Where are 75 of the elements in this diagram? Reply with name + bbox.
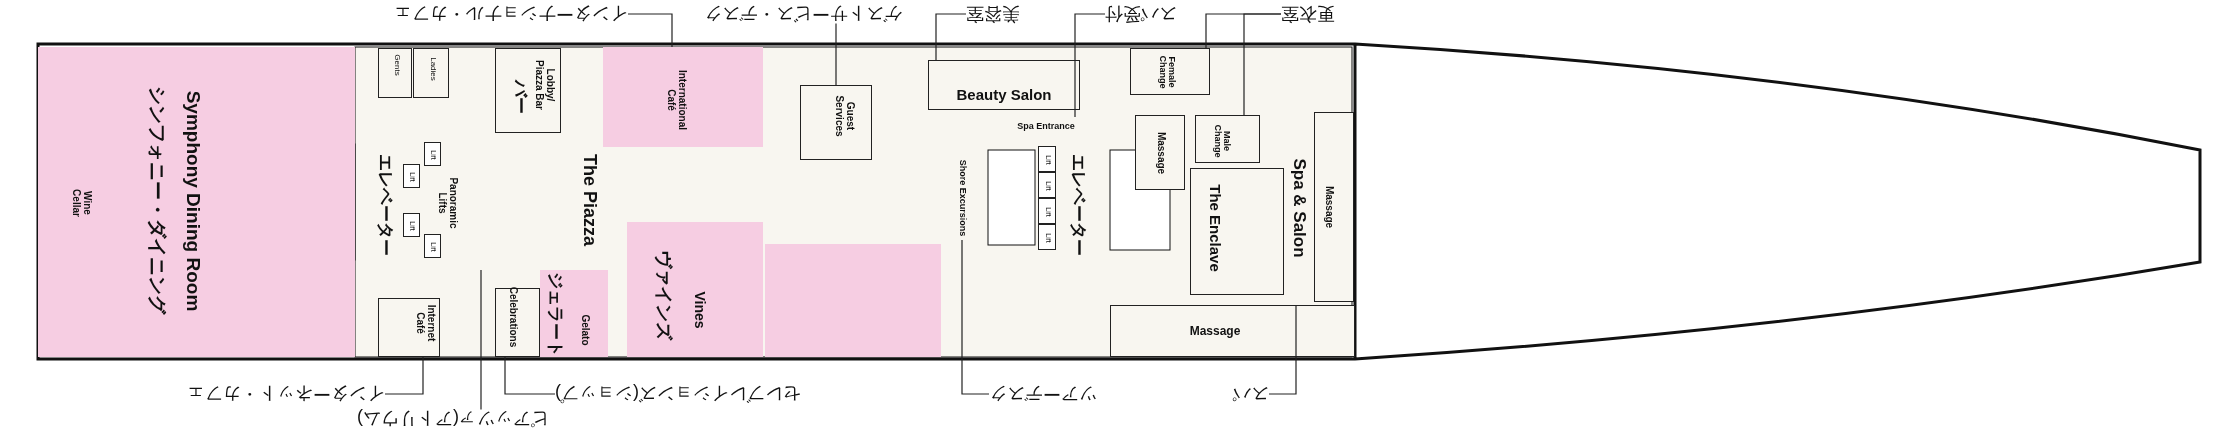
room-label: バー	[511, 80, 529, 114]
room-label: Guest Services	[833, 94, 855, 139]
lift-car	[1038, 198, 1056, 224]
room-label: Shore Excursions	[957, 159, 967, 237]
lift-car	[1038, 224, 1056, 250]
leader-line	[835, 22, 837, 86]
lift-car	[403, 164, 420, 188]
lift-car	[1038, 146, 1056, 172]
cafe-area	[378, 298, 440, 357]
room-label: ヴァインズ	[654, 250, 674, 340]
room-label: Spa & Salon	[1290, 158, 1308, 258]
room-label: ジェラート	[546, 271, 564, 357]
room-label: Massage	[1155, 131, 1167, 175]
room-label: シンフォニー・ダイニング	[147, 86, 167, 314]
callout-label: ゲストサービス・デスク	[704, 4, 902, 24]
room-label: Beauty Salon	[956, 87, 1052, 103]
callout-label: インターネット・カフェ	[187, 384, 385, 404]
changing-room	[1130, 48, 1210, 95]
room-label: Vines	[692, 291, 708, 329]
dining-room-area	[38, 47, 355, 357]
lift-car	[424, 234, 441, 258]
room-label: The Enclave	[1207, 184, 1223, 272]
room-label: Female Change	[1157, 54, 1177, 91]
restroom-area	[413, 48, 449, 98]
callout-label: ピアッツァ(アトリウム)	[357, 409, 549, 429]
desk-area	[800, 85, 872, 160]
leader-line	[480, 269, 482, 411]
leader-line	[504, 356, 556, 395]
changing-room	[1195, 115, 1260, 163]
room-label: Massage	[1323, 185, 1335, 229]
leader-line	[1074, 13, 1106, 118]
lift-car	[403, 213, 420, 237]
leader-line	[961, 239, 990, 395]
floor-label: Panoramic Lifts	[436, 176, 458, 231]
massage-room	[1314, 112, 1354, 302]
callout-label: 美容室	[966, 4, 1020, 24]
bar-area	[495, 48, 561, 133]
room-label: The Piazza	[580, 154, 600, 246]
leader-line	[384, 356, 424, 395]
massage-room	[1110, 305, 1355, 357]
room-label: Symphony Dining Room	[183, 90, 203, 312]
restroom-area	[378, 48, 412, 98]
room-label: International Café	[665, 69, 687, 132]
callout-label: ツアーデスク	[989, 384, 1097, 404]
leader-line	[1243, 13, 1282, 116]
room-label: Internet Café	[414, 303, 436, 344]
room-label: Ladies	[428, 57, 438, 81]
leader-line	[935, 13, 967, 61]
room-label: Spa Entrance	[1017, 122, 1075, 132]
callout-label: スパ受付	[1105, 4, 1177, 24]
room-label: Wine Cellar	[70, 188, 92, 219]
salon-area	[928, 60, 1080, 110]
lift-car	[1038, 172, 1056, 198]
shop-area	[495, 288, 540, 357]
room-label: Massage	[1189, 324, 1241, 338]
callout-label: インターナショナル・カフェ	[394, 4, 628, 24]
leader-line	[627, 13, 673, 48]
lift-car	[424, 142, 441, 166]
cafe-area	[603, 47, 763, 147]
restaurant-area	[765, 244, 941, 357]
gelato-area	[540, 270, 608, 357]
floor-label: エレベーター	[1069, 154, 1087, 256]
leader-line	[1268, 304, 1297, 395]
bar-area	[627, 222, 763, 357]
callout-label: セレブレイションズ(ショップ)	[555, 384, 801, 404]
room-label: Gents	[392, 54, 402, 76]
room-label: Lobby/ Piazza Bar	[533, 59, 555, 112]
massage-room	[1135, 115, 1185, 190]
room-label: Celebrations	[507, 286, 519, 348]
room-label: Male Change	[1212, 123, 1232, 160]
floor-label: エレベーター	[376, 154, 394, 256]
lounge-area	[1190, 168, 1284, 295]
room-label: Gelato	[579, 314, 591, 346]
callout-label: スパ	[1233, 384, 1269, 404]
callout-label: 更衣室	[1281, 4, 1335, 24]
